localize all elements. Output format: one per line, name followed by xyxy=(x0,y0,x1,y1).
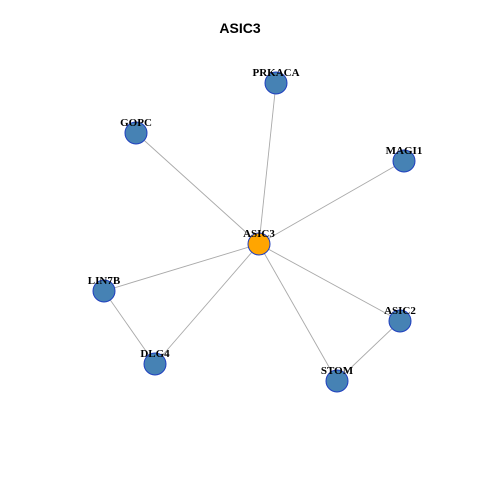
node-circle-asic2[interactable] xyxy=(388,309,412,333)
node-label-asic2: ASIC2 xyxy=(384,305,416,317)
edge-asic3-lin7b xyxy=(103,243,260,292)
node-magi1[interactable]: MAGI1 xyxy=(386,145,423,173)
node-circle-magi1[interactable] xyxy=(392,149,416,173)
edge-asic3-stom xyxy=(258,243,338,382)
node-label-gopc: GOPC xyxy=(120,117,152,129)
node-asic2[interactable]: ASIC2 xyxy=(384,305,416,333)
edge-lin7b-dlg4 xyxy=(103,290,156,365)
node-label-dlg4: DLG4 xyxy=(140,348,170,360)
node-circle-lin7b[interactable] xyxy=(92,279,116,303)
edge-asic3-dlg4 xyxy=(154,243,260,365)
node-asic3[interactable]: ASIC3 xyxy=(243,228,275,256)
node-label-asic3: ASIC3 xyxy=(243,228,275,240)
node-label-prkaca: PRKACA xyxy=(252,67,299,79)
node-circle-prkaca[interactable] xyxy=(264,71,288,95)
edge-asic3-magi1 xyxy=(258,160,405,245)
node-dlg4[interactable]: DLG4 xyxy=(140,348,170,376)
node-label-lin7b: LIN7B xyxy=(88,275,121,287)
edge-asic3-prkaca xyxy=(258,82,277,245)
node-circle-stom[interactable] xyxy=(325,369,349,393)
node-label-stom: STOM xyxy=(321,365,354,377)
node-circle-gopc[interactable] xyxy=(124,121,148,145)
diagram-title: ASIC3 xyxy=(219,20,261,36)
node-lin7b[interactable]: LIN7B xyxy=(88,275,121,303)
node-stom[interactable]: STOM xyxy=(321,365,354,393)
node-circle-asic3[interactable] xyxy=(247,232,271,256)
edge-asic3-asic2 xyxy=(258,243,401,322)
edge-asic3-gopc xyxy=(135,132,260,245)
node-label-magi1: MAGI1 xyxy=(386,145,423,157)
node-prkaca[interactable]: PRKACA xyxy=(252,67,300,95)
node-circle-dlg4[interactable] xyxy=(143,352,167,376)
edges-layer xyxy=(103,82,405,382)
edge-asic2-stom xyxy=(336,320,401,382)
node-gopc[interactable]: GOPC xyxy=(120,117,152,145)
